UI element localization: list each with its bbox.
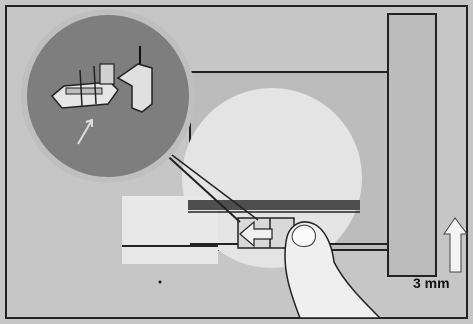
rail-strip	[188, 200, 360, 210]
vertical-bar	[387, 13, 437, 277]
outer-border	[5, 5, 468, 319]
spotlight-circle	[182, 88, 362, 268]
loupe-line-b	[167, 151, 259, 221]
push-arrow	[239, 220, 273, 248]
marker-dot	[158, 280, 162, 284]
loupe-pointer-arrow	[77, 118, 93, 145]
lift-arrow	[443, 217, 468, 273]
connector-latch-detail	[50, 46, 153, 113]
dimension-label: 3 mm	[413, 275, 450, 291]
fingernail	[291, 224, 316, 247]
